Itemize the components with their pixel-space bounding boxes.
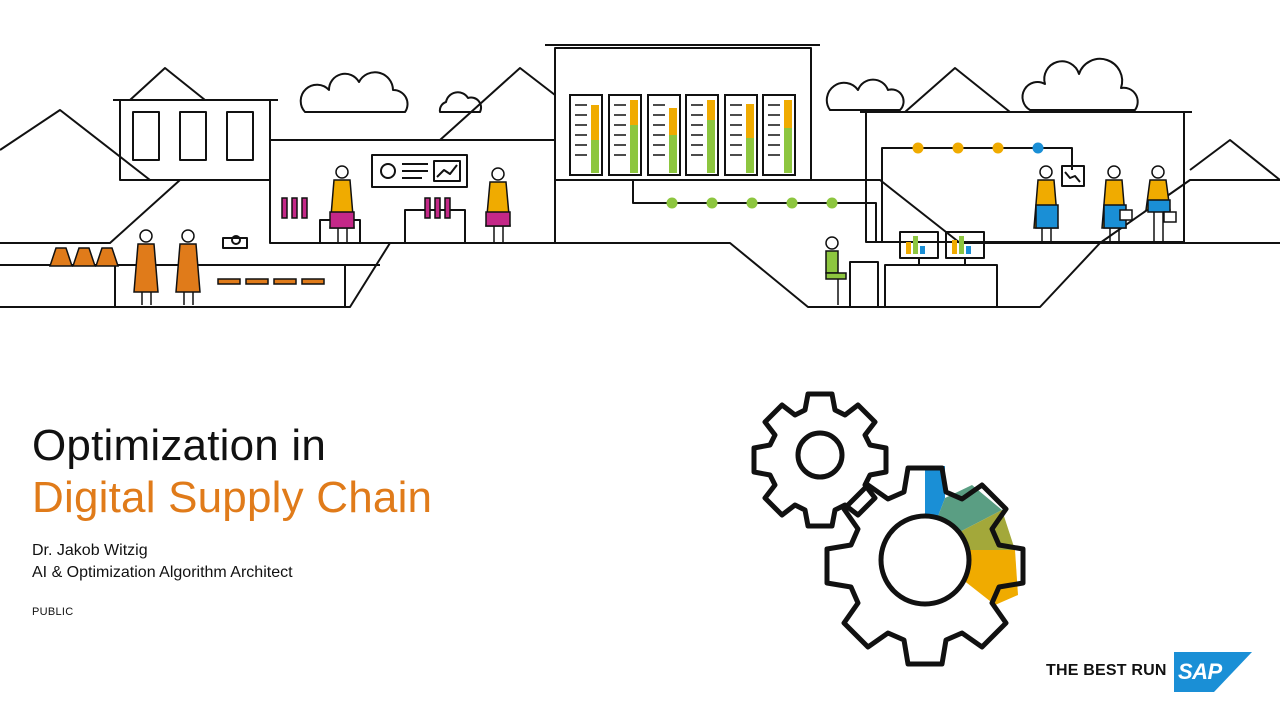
person-office-2 <box>1101 165 1127 242</box>
lab-screen-chart <box>433 160 461 182</box>
lab-screen-chart-line <box>436 164 458 178</box>
pipeline-1 <box>632 180 877 243</box>
person-office-3 <box>1145 165 1171 242</box>
monitor-charts <box>906 236 971 254</box>
ground-bottom <box>0 242 1101 308</box>
pipeline-2 <box>881 147 1073 243</box>
person-lab-2 <box>175 229 201 305</box>
mountain-mid <box>129 67 206 101</box>
classification-label: PUBLIC <box>32 606 74 618</box>
large-gear-icon <box>824 465 1026 667</box>
lab-screen <box>371 154 468 188</box>
lab-flasks <box>48 197 451 285</box>
person-office-1 <box>1033 165 1059 242</box>
supply-chain-illustration <box>0 44 1280 308</box>
lab-table <box>114 264 346 308</box>
author-role: AI & Optimization Algorithm Architect <box>32 564 293 581</box>
cloud-1 <box>299 71 409 113</box>
person-desk <box>825 236 847 305</box>
people <box>133 165 1177 305</box>
right-building <box>865 111 1185 243</box>
small-gear-icon <box>751 391 889 529</box>
person-lab-4 <box>485 167 511 242</box>
window-2 <box>179 111 207 161</box>
monitor-1 <box>899 231 939 259</box>
briefcase-2 <box>1163 211 1177 223</box>
sap-logo-text: SAP <box>1178 659 1222 684</box>
desk-monitors <box>884 264 998 308</box>
mountain-left <box>0 109 151 181</box>
lab-screen-gauge <box>380 163 396 179</box>
mountain-right <box>904 67 1011 113</box>
mountain-center <box>439 67 556 141</box>
window-3 <box>226 111 254 161</box>
mountain-far-right <box>1189 139 1280 181</box>
slide-title-line1: Optimization in <box>32 421 327 470</box>
microscope-lens <box>231 235 241 245</box>
pipeline-nodes <box>666 142 1044 209</box>
microscope <box>222 237 248 249</box>
briefcase-1 <box>1119 209 1133 221</box>
person-lab-1 <box>133 229 159 305</box>
chart-board <box>1061 165 1085 187</box>
window-1 <box>132 111 160 161</box>
author-name: Dr. Jakob Witzig <box>32 542 148 559</box>
cloud-4 <box>1021 57 1139 111</box>
person-lab-3 <box>329 165 355 242</box>
cloud-3 <box>825 78 905 111</box>
server-racks <box>569 94 796 176</box>
workstation-desk <box>849 261 879 308</box>
gears-icon <box>751 391 1026 667</box>
data-center <box>554 47 812 181</box>
ground-line <box>0 179 1280 244</box>
cloud-2 <box>438 91 483 113</box>
slide-title-line2: Digital Supply Chain <box>32 473 433 522</box>
sap-logo-icon: SAP <box>1174 652 1252 692</box>
brand-tagline: THE BEST RUN <box>1046 662 1167 679</box>
